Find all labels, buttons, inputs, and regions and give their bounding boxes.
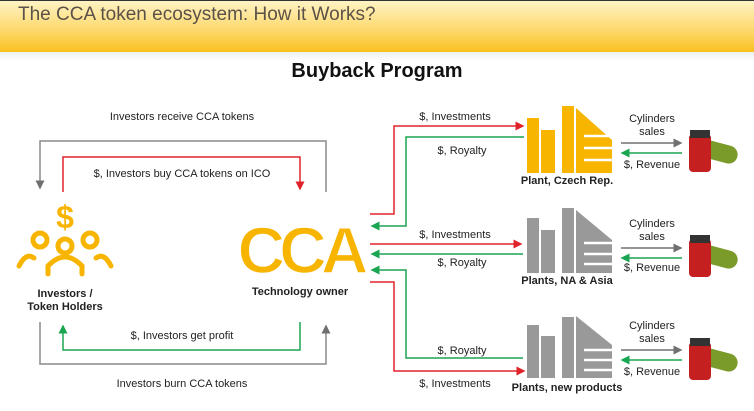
building-icon-new-products — [527, 316, 612, 378]
investments-label: $, Investments — [419, 229, 491, 241]
burn-tokens-label: Investors burn CCA tokens — [116, 378, 248, 390]
sales-label-line2: sales — [639, 231, 665, 243]
arrow-royalty-1 — [370, 136, 524, 231]
revenue-label: $, Revenue — [623, 159, 681, 171]
investors-label-line1: Investors / — [37, 288, 93, 300]
tech-owner-label: Technology owner — [251, 286, 349, 298]
arrow-burn-tokens — [39, 322, 331, 365]
cca-logo: CCA — [237, 212, 374, 288]
svg-text:$: $ — [56, 199, 74, 235]
investments-label: $, Investments — [419, 378, 491, 390]
header-bar — [0, 0, 754, 53]
royalty-label: $, Royalty — [437, 145, 487, 157]
plant-name: Plants, NA & Asia — [521, 275, 613, 287]
slide-title: The CCA token ecosystem: How it Works? — [18, 4, 376, 25]
svg-text:CCA: CCA — [238, 213, 367, 287]
sales-label-line2: sales — [639, 126, 665, 138]
sales-label-line1: Cylinders — [629, 320, 675, 332]
buy-tokens-label: $, Investors buy CCA tokens on ICO — [93, 168, 271, 180]
plant-name: Plants, new products — [511, 382, 623, 394]
arrow-get-profit — [58, 322, 301, 351]
receive-tokens-label: Investors receive CCA tokens — [109, 111, 255, 123]
arrow-investments-1 — [370, 121, 525, 215]
cylinder-icon-1 — [689, 130, 738, 172]
investors-label-line2: Token Holders — [27, 301, 103, 313]
plant-name: Plant, Czech Rep. — [520, 175, 614, 187]
cylinder-icon-2 — [689, 235, 738, 277]
royalty-label: $, Royalty — [437, 345, 487, 357]
cylinder-icon-3 — [689, 338, 738, 380]
header-shadow — [0, 52, 754, 62]
sales-label-line1: Cylinders — [629, 113, 675, 125]
revenue-label: $, Revenue — [623, 366, 681, 378]
diagram-title: Buyback Program — [291, 60, 463, 82]
building-icon-czech — [527, 106, 612, 173]
arrow-buy-tokens — [62, 156, 305, 192]
arrow-royalty-3 — [370, 265, 523, 359]
get-profit-label: $, Investors get profit — [130, 330, 234, 342]
investors-icon: $ — [16, 199, 114, 277]
building-icon-na-asia — [527, 208, 612, 273]
royalty-label: $, Royalty — [437, 257, 487, 269]
investments-label: $, Investments — [419, 111, 491, 123]
sales-label-line1: Cylinders — [629, 218, 675, 230]
revenue-label: $, Revenue — [623, 262, 681, 274]
arrow-investments-3 — [370, 281, 526, 376]
sales-label-line2: sales — [639, 333, 665, 345]
arrow-receive-tokens — [35, 140, 327, 192]
